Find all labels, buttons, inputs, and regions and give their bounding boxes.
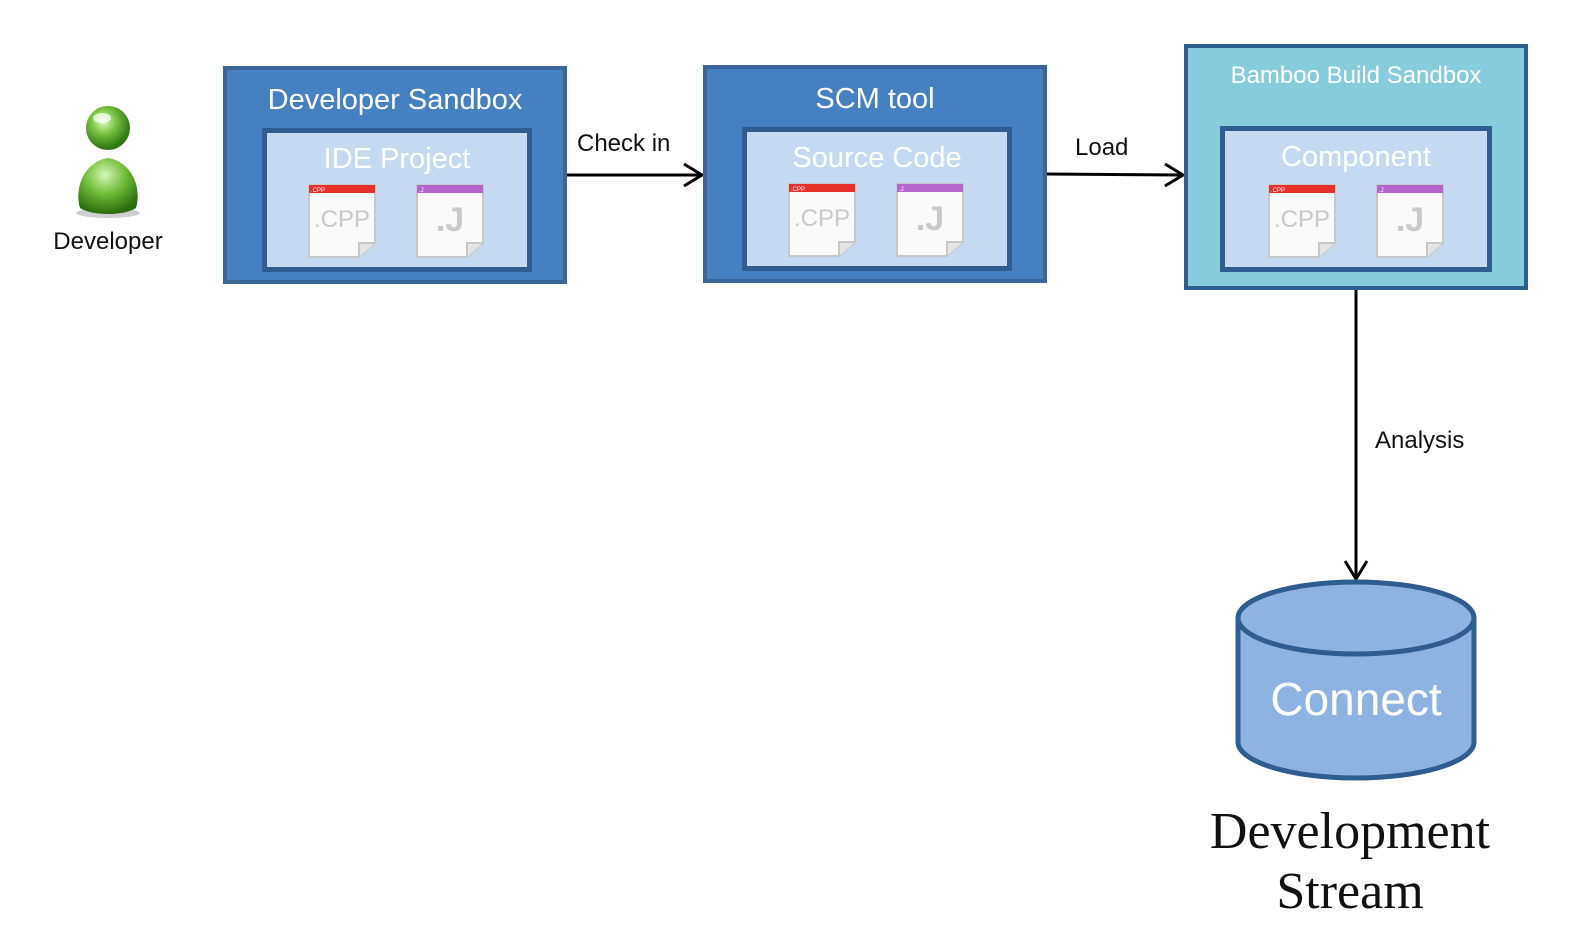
- svg-text:.CPP: .CPP: [1274, 206, 1330, 233]
- developer-sandbox-box: Developer Sandbox IDE Project .CPP .CPP .…: [223, 66, 567, 284]
- developer-label: Developer: [53, 228, 163, 255]
- ide-project-box: IDE Project .CPP .CPP .J .J: [262, 128, 532, 272]
- analysis-arrow-head: [1343, 560, 1369, 582]
- development-stream-caption: Development Stream: [1180, 802, 1520, 922]
- component-box: Component .CPP .CPP .J .J: [1220, 126, 1492, 272]
- svg-text:.CPP: .CPP: [314, 206, 370, 233]
- svg-text:.CPP: .CPP: [794, 205, 850, 232]
- analysis-label: Analysis: [1375, 427, 1465, 454]
- scm-tool-title: SCM tool: [815, 83, 935, 115]
- j-file-icon: .J .J: [1375, 183, 1445, 259]
- load-label: Load: [1075, 134, 1129, 161]
- bamboo-build-sandbox-box: Bamboo Build Sandbox Component .CPP .CPP …: [1184, 44, 1528, 290]
- svg-text:.J: .J: [1396, 201, 1424, 239]
- bamboo-build-sandbox-title: Bamboo Build Sandbox: [1230, 62, 1482, 89]
- cpp-file-icon: .CPP .CPP: [787, 182, 857, 258]
- svg-text:.CPP: .CPP: [791, 187, 805, 193]
- caption-line-2: Stream: [1276, 863, 1424, 920]
- j-file-icon: .J .J: [895, 182, 965, 258]
- developer-sandbox-title: Developer Sandbox: [267, 84, 523, 116]
- check-in-arrow-head: [683, 162, 705, 188]
- developer-actor: [68, 100, 148, 220]
- component-title: Component: [1281, 141, 1431, 173]
- source-code-title: Source Code: [792, 142, 962, 174]
- j-file-icon: .J .J: [415, 183, 485, 259]
- svg-text:.J: .J: [899, 187, 904, 193]
- connect-database-icon: [1235, 579, 1477, 781]
- connect-label: Connect: [1270, 673, 1442, 725]
- svg-text:.CPP: .CPP: [1271, 188, 1285, 194]
- caption-line-1: Development: [1209, 803, 1491, 860]
- check-in-label: Check in: [577, 130, 671, 157]
- ide-project-title: IDE Project: [323, 143, 471, 175]
- source-code-box: Source Code .CPP .CPP .J .J: [742, 127, 1012, 271]
- svg-text:.J: .J: [419, 188, 424, 194]
- load-arrow-head: [1164, 162, 1186, 188]
- svg-text:.J: .J: [1379, 188, 1384, 194]
- svg-text:.J: .J: [436, 201, 464, 239]
- load-arrow-line: [1045, 172, 1182, 177]
- scm-tool-box: SCM tool Source Code .CPP .CPP .J .J: [703, 65, 1047, 283]
- user-icon: [76, 106, 140, 218]
- cpp-file-icon: .CPP .CPP: [307, 183, 377, 259]
- cpp-file-icon: .CPP .CPP: [1267, 183, 1337, 259]
- svg-text:.J: .J: [916, 200, 944, 238]
- svg-text:.CPP: .CPP: [311, 188, 325, 194]
